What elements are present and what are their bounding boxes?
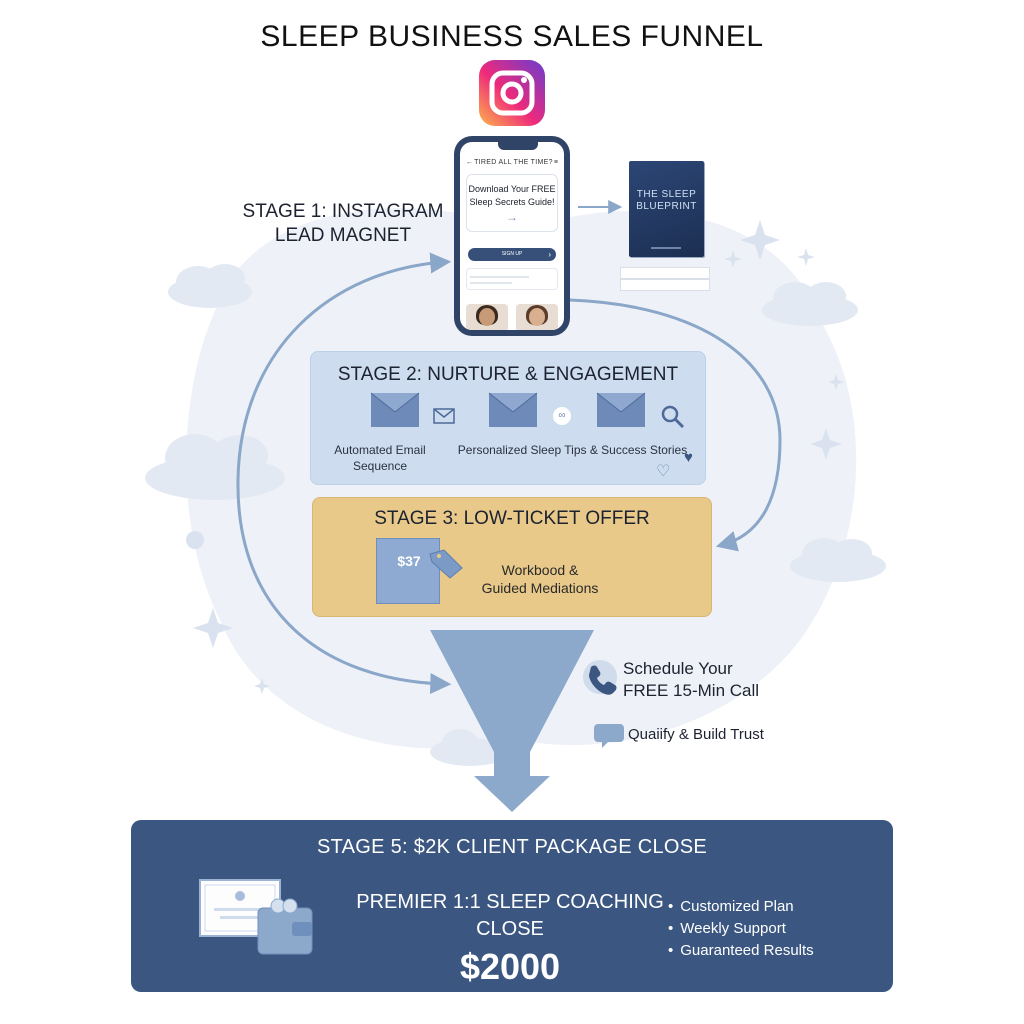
qualify-trust-text: Quaiify & Build Trust — [628, 726, 764, 743]
funnel-shape — [430, 630, 594, 812]
benefit-item: Customized Plan — [668, 896, 814, 918]
book-underline — [651, 247, 681, 249]
heart-outline-icon: ♡ — [656, 463, 671, 480]
cloud — [762, 282, 858, 326]
phone-icon — [583, 660, 617, 695]
stage3-title: STAGE 3: LOW-TICKET OFFER — [374, 508, 650, 529]
phone-header-title: TIRED ALL THE TIME? — [474, 158, 553, 166]
phone-notch — [498, 142, 538, 150]
certificate-wallet-icon — [199, 879, 313, 955]
cloud — [790, 538, 886, 582]
avatar-face — [479, 308, 495, 326]
envelope-icon — [596, 392, 646, 427]
chevron-right-icon: › — [548, 250, 551, 259]
stage3-description: Workbood & Guided Mediations — [481, 562, 599, 596]
envelope-icon — [488, 392, 538, 427]
benefit-item: Weekly Support — [668, 918, 814, 940]
placeholder-line — [470, 276, 529, 278]
testimonial-avatar — [466, 304, 508, 330]
phone-form-row — [466, 268, 558, 290]
benefits-list: Customized Plan Weekly Support Guarantee… — [668, 896, 814, 962]
schedule-call-text: Schedule Your FREE 15-Min Call — [623, 659, 760, 700]
price-tag-icon — [429, 549, 463, 579]
package-price: $2000 — [459, 946, 561, 987]
small-envelope-icon — [433, 408, 455, 424]
stage2-caption-email: Automated Email Sequence — [334, 443, 426, 473]
chat-bubble-icon — [594, 724, 624, 748]
phone-header: ← TIRED ALL THE TIME? ≡ — [460, 154, 564, 170]
back-arrow-icon[interactable]: ← — [466, 158, 473, 166]
magnifier-icon — [661, 405, 685, 429]
sleep-blueprint-book: THE SLEEP BLUEPRINT — [629, 161, 704, 257]
arrow-right-icon: → — [506, 210, 518, 224]
product-price: $37 — [397, 553, 421, 569]
lead-magnet-card: Download Your FREE Sleep Secrets Guide! … — [466, 174, 558, 232]
stage2-caption-tips: Personalized Sleep Tips & Success Storie… — [457, 443, 688, 457]
heart-icon: ♥ — [684, 449, 693, 466]
cloud — [168, 264, 252, 308]
phone-screen: ← TIRED ALL THE TIME? ≡ Download Your FR… — [460, 142, 564, 330]
sparkle — [186, 220, 844, 694]
placeholder-line — [470, 282, 512, 284]
stage2-title: STAGE 2: NURTURE & ENGAGEMENT — [337, 364, 679, 385]
package-name: PREMIER 1:1 SLEEP COACHING CLOSE — [356, 891, 664, 940]
page-title: SLEEP BUSINESS SALES FUNNEL — [260, 20, 764, 53]
arrow-loop-right — [569, 298, 782, 552]
menu-icon[interactable]: ≡ — [553, 158, 558, 166]
link-icon: ∞ — [553, 407, 571, 425]
sign-up-button[interactable]: SIGN UP › — [468, 248, 556, 261]
instagram-icon — [479, 60, 545, 126]
stage1-label: STAGE 1: INSTAGRAM LEAD MAGNET — [242, 201, 444, 246]
book-info-card — [620, 267, 710, 279]
testimonial-avatar — [516, 304, 558, 330]
cloud — [145, 434, 285, 500]
stage5-title: STAGE 5: $2K CLIENT PACKAGE CLOSE — [316, 836, 708, 858]
cloud — [430, 729, 510, 766]
phone-mockup: ← TIRED ALL THE TIME? ≡ Download Your FR… — [454, 136, 570, 336]
book-info-card — [620, 279, 710, 291]
sign-up-label: SIGN UP — [501, 251, 523, 257]
book-title: THE SLEEP BLUEPRINT — [636, 189, 697, 212]
envelope-icon — [370, 392, 420, 427]
arrow-loop-left — [236, 252, 452, 695]
benefit-item: Guaranteed Results — [668, 940, 813, 962]
product-box: $37 — [376, 538, 440, 604]
lead-magnet-text: Download Your FREE Sleep Secrets Guide! — [468, 184, 556, 207]
avatar-face — [529, 308, 545, 326]
